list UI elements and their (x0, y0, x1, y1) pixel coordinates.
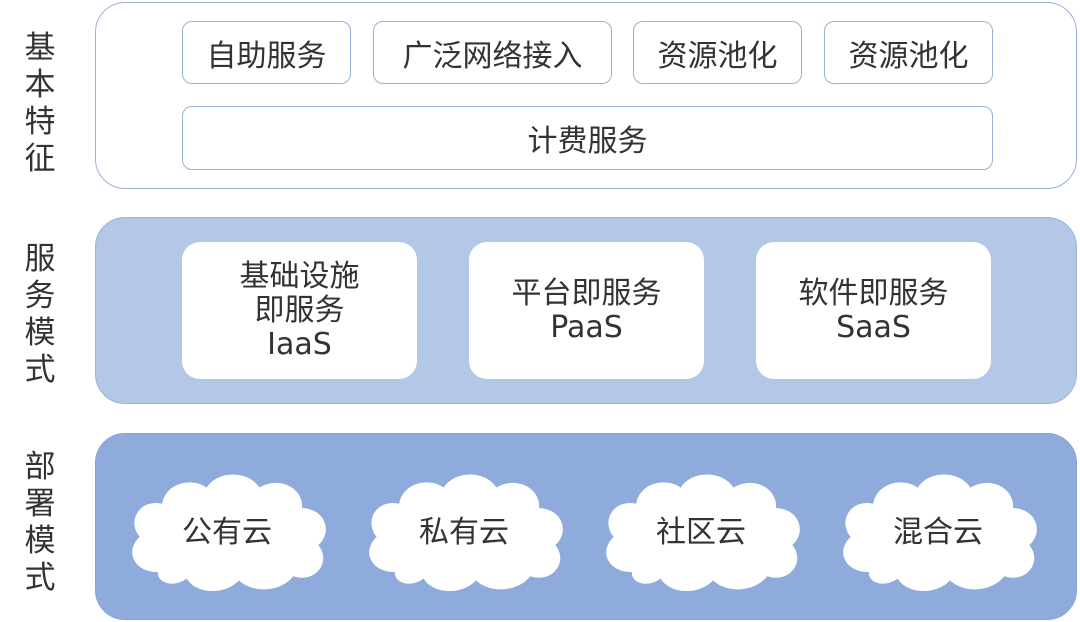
feature-box-resource-pooling: 资源池化 (633, 21, 802, 84)
service-abbrev: IaaS (267, 326, 332, 362)
service-line: 平台即服务 (511, 275, 662, 311)
service-line: 软件即服务 (798, 275, 949, 311)
label-char: 署 (24, 486, 56, 522)
label-char: 务 (24, 278, 56, 314)
cloud-label: 私有云 (419, 515, 509, 550)
label-char: 式 (24, 560, 56, 596)
service-abbrev: SaaS (836, 309, 911, 345)
service-line: 基础设施 (239, 258, 360, 294)
label-char: 基 (24, 30, 56, 66)
cloud-community: 社区云 (595, 459, 807, 599)
feature-box-resource-pooling-2: 资源池化 (824, 21, 993, 84)
label-char: 部 (24, 449, 56, 485)
service-box-iaas: 基础设施 即服务 IaaS (182, 242, 417, 379)
label-char: 服 (24, 241, 56, 277)
service-abbrev: PaaS (550, 309, 623, 345)
cloud-public: 公有云 (121, 459, 333, 599)
basic-features-panel: 自助服务 广泛网络接入 资源池化 资源池化 计费服务 (95, 2, 1077, 189)
cloud-label: 混合云 (893, 515, 983, 550)
feature-box-broad-network-access: 广泛网络接入 (373, 21, 612, 84)
cloud-shape-icon (369, 474, 563, 592)
label-char: 征 (24, 141, 56, 177)
label-char: 模 (24, 523, 56, 559)
label-char: 特 (24, 104, 56, 140)
feature-box-billing-service: 计费服务 (182, 106, 993, 170)
cloud-shape-icon (843, 474, 1037, 592)
service-box-saas: 软件即服务 SaaS (756, 242, 991, 379)
label-char: 式 (24, 352, 56, 388)
service-models-panel: 基础设施 即服务 IaaS 平台即服务 PaaS 软件即服务 SaaS (95, 217, 1077, 404)
cloud-label: 社区云 (656, 515, 746, 550)
cloud-hybrid: 混合云 (832, 459, 1044, 599)
label-char: 模 (24, 315, 56, 351)
section-label-deployment-models: 部 署 模 式 (18, 449, 62, 597)
cloud-shape-icon (606, 474, 800, 592)
section-label-service-models: 服 务 模 式 (18, 241, 62, 389)
feature-box-self-service: 自助服务 (182, 21, 351, 84)
service-box-paas: 平台即服务 PaaS (469, 242, 704, 379)
cloud-private: 私有云 (358, 459, 570, 599)
service-line: 即服务 (254, 292, 345, 328)
cloud-shape-icon (132, 474, 326, 592)
cloud-label: 公有云 (182, 515, 272, 550)
section-label-basic-features: 基 本 特 征 (18, 30, 62, 178)
deployment-models-panel: 公有云 私有云 社区云 混合云 (95, 433, 1077, 620)
label-char: 本 (24, 67, 56, 103)
